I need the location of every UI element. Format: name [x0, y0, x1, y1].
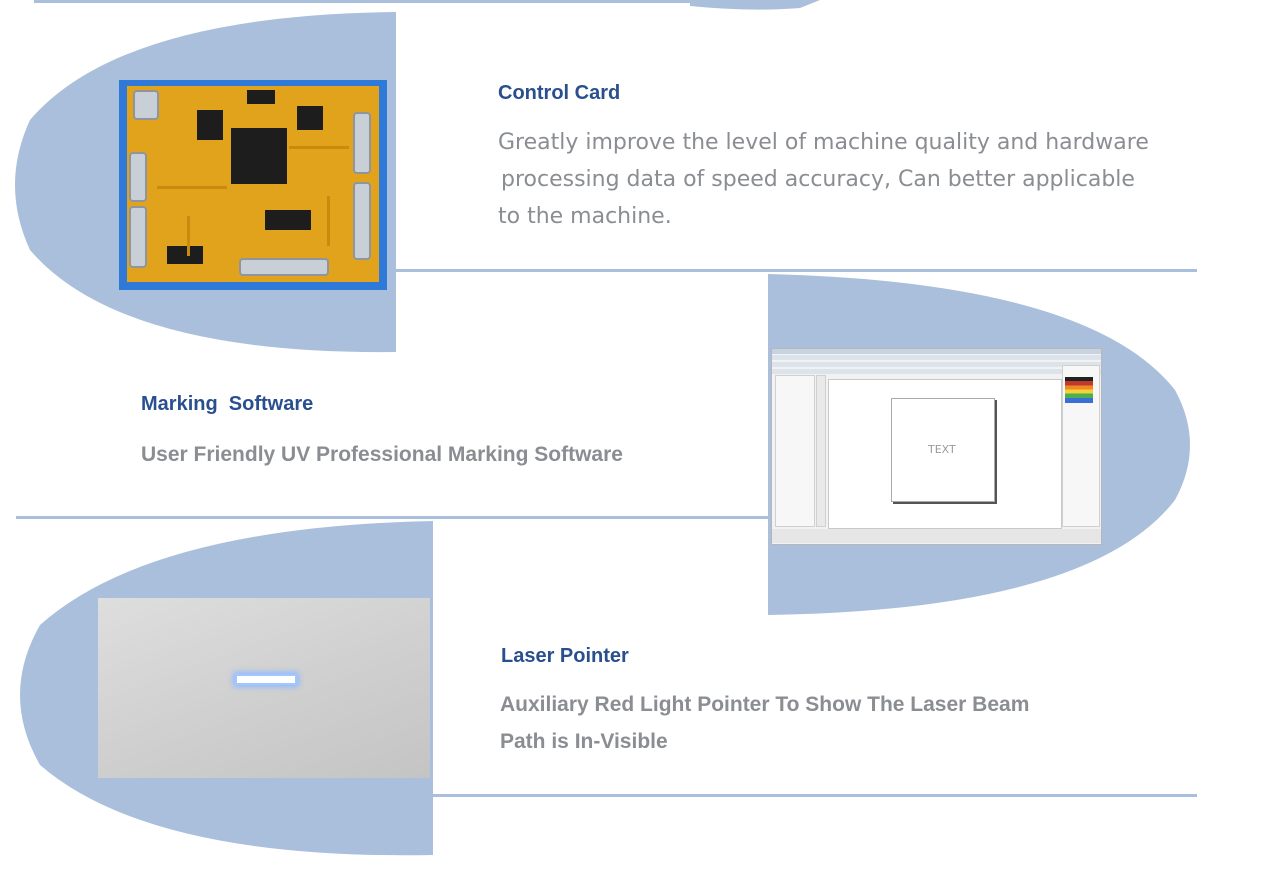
pcb-board — [127, 86, 379, 282]
sw-text-object: TEXT — [891, 398, 995, 502]
laser-pointer-desc-line-2: Path is In-Visible — [500, 730, 668, 753]
db-connector — [239, 258, 329, 276]
sw-statusbar — [772, 529, 1101, 543]
db-connector — [353, 182, 371, 260]
db-connector — [129, 152, 147, 202]
laser-beam — [235, 674, 297, 685]
db-connector — [353, 112, 371, 174]
sw-menubar — [772, 355, 1101, 360]
control-card-title: Control Card — [498, 82, 621, 104]
sw-toolbar — [772, 362, 1101, 367]
db-connector — [129, 206, 147, 268]
sw-left-panel — [775, 375, 815, 527]
control-card-image — [119, 80, 387, 290]
trace — [327, 196, 330, 246]
top-wedge — [690, 0, 820, 10]
control-card-desc-line-2: processing data of speed accuracy, Can b… — [501, 167, 1135, 192]
trace — [289, 146, 349, 149]
sw-canvas: TEXT — [828, 379, 1062, 529]
sw-canvas-text: TEXT — [928, 443, 956, 456]
laser-pointer-image — [98, 598, 430, 778]
chip — [167, 246, 203, 264]
control-card-desc-line-3: to the machine. — [498, 204, 672, 229]
top-divider — [34, 0, 710, 3]
chip — [197, 110, 223, 140]
trace — [157, 186, 227, 189]
sw-color-palette — [1065, 377, 1093, 403]
sw-titlebar — [772, 349, 1101, 354]
laser-pointer-desc-line-1: Auxiliary Red Light Pointer To Show The … — [500, 693, 1030, 716]
software-screenshot: TEXT — [771, 348, 1102, 545]
laser-pointer-title: Laser Pointer — [501, 645, 629, 667]
chip — [247, 90, 275, 104]
sw-toolbar — [772, 369, 1101, 374]
control-card-desc-line-1: Greatly improve the level of machine qua… — [498, 130, 1149, 155]
chip — [265, 210, 311, 230]
marking-software-desc: User Friendly UV Professional Marking So… — [141, 443, 623, 466]
divider-1 — [396, 269, 1197, 272]
divider-3 — [433, 794, 1197, 797]
main-chip — [231, 128, 287, 184]
sw-tool-strip — [816, 375, 826, 527]
divider-2 — [16, 516, 768, 519]
usb-connector — [133, 90, 159, 120]
marking-software-title: Marking Software — [141, 393, 314, 415]
trace — [187, 216, 190, 256]
chip — [297, 106, 323, 130]
